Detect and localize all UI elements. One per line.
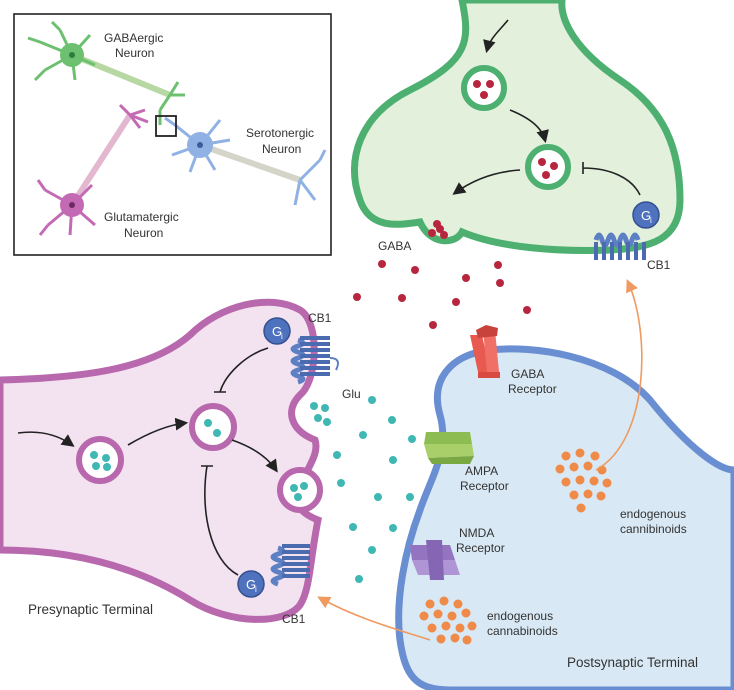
- endo-right-label-line2: cannibinoids: [620, 522, 687, 536]
- glutamate-neuron-label-line1: Glutamatergic: [104, 210, 179, 224]
- serotonin-neuron-label-line2: Neuron: [262, 142, 301, 156]
- gaba-neuron-label-line2: Neuron: [115, 46, 154, 60]
- glu-vesicle-3: [277, 467, 323, 513]
- gi-protein-pre-top: G i: [263, 317, 291, 345]
- retrograde-arrow-right: [595, 279, 643, 471]
- glutamate-neuron-illustration: [36, 103, 149, 236]
- ampa-receptor: [424, 432, 474, 464]
- inset-neuron-overview: GABAergic Neuron Serotonergic Neuron Glu…: [13, 13, 332, 256]
- endocannabinoids-right: [555, 448, 612, 513]
- gaba-neuron-illustration: [27, 20, 185, 125]
- gi-pre-bottom-label: G: [246, 577, 256, 592]
- gaba-vesicle-2: [525, 144, 571, 190]
- gaba-receptor-label-line1: GABA: [511, 367, 544, 381]
- ampa-receptor-label-line1: AMPA: [465, 464, 498, 478]
- cb1-receptor-top: [593, 232, 646, 260]
- gaba-receptor: [470, 325, 500, 378]
- gi-pre-bottom-sub: i: [255, 585, 257, 594]
- gi-protein-pre-bottom: G i: [237, 570, 265, 598]
- glutamate-molecules: [333, 396, 416, 583]
- glu-label: Glu: [342, 387, 361, 401]
- gaba-vesicle-1: [461, 65, 507, 111]
- gaba-label: GABA: [378, 239, 411, 253]
- inhibition-arrow-pre-top: [214, 347, 269, 393]
- gi-pre-top-sub: i: [281, 332, 283, 341]
- gi-protein-top: G i: [632, 201, 660, 229]
- endo-right-label-line1: endogenous: [620, 507, 686, 521]
- serotonin-neuron-label-line1: Serotonergic: [246, 126, 314, 140]
- gaba-vesicle-fusing: [428, 220, 448, 239]
- cb1-receptor-pre-bottom: [270, 544, 310, 587]
- gi-pre-top-label: G: [272, 324, 282, 339]
- endo-bottom-label-line1: endogenous: [487, 609, 553, 623]
- cb1-pre-top-label: CB1: [308, 311, 332, 325]
- nmda-receptor-label-line2: Receptor: [456, 541, 505, 555]
- ampa-receptor-label-line2: Receptor: [460, 479, 509, 493]
- presynaptic-terminal: G i G i: [0, 298, 339, 623]
- cb1-pre-bottom-label: CB1: [282, 612, 306, 626]
- glu-vesicle-2: [189, 403, 237, 451]
- presynaptic-label: Presynaptic Terminal: [28, 602, 153, 617]
- cb1-top-label: CB1: [647, 258, 671, 272]
- inhibition-arrow-pre-bottom: [201, 465, 239, 576]
- nmda-receptor: [410, 540, 460, 580]
- gaba-terminal: G i: [350, 0, 684, 260]
- endo-bottom-label-line2: cannabinoids: [487, 624, 558, 638]
- cb1-receptor-pre-top: [290, 336, 339, 385]
- postsynaptic-label: Postsynaptic Terminal: [567, 655, 698, 670]
- gaba-neuron-label-line1: GABAergic: [104, 31, 163, 45]
- inhibition-arrow-top: [582, 162, 641, 196]
- zoom-box: [155, 115, 177, 137]
- glutamate-neuron-label-line2: Neuron: [124, 226, 163, 240]
- endocannabinoids-bottom: [419, 596, 477, 645]
- gaba-molecules: [353, 260, 531, 329]
- glu-vesicle-1: [76, 436, 124, 484]
- postsynaptic-terminal: [395, 325, 734, 690]
- retrograde-arrow-bottom: [317, 596, 431, 641]
- serotonin-neuron-illustration: [164, 116, 327, 206]
- glu-vesicle-fusing: [310, 402, 331, 426]
- gi-top-label: G: [641, 208, 651, 223]
- gi-top-sub: i: [650, 216, 652, 225]
- gaba-receptor-label-line2: Receptor: [508, 382, 557, 396]
- nmda-receptor-label-line1: NMDA: [459, 526, 494, 540]
